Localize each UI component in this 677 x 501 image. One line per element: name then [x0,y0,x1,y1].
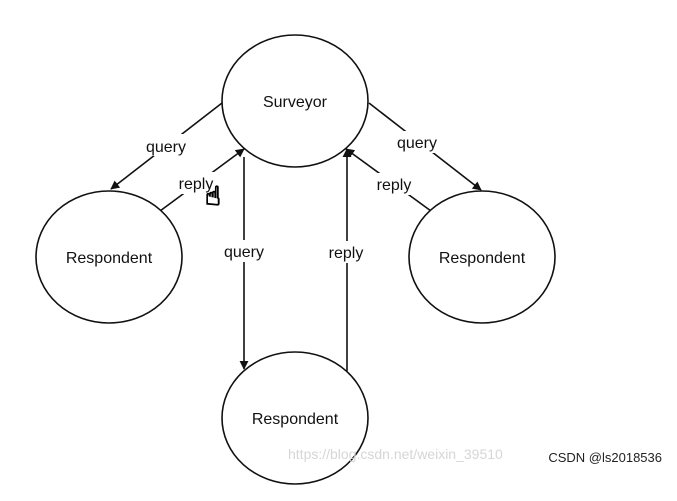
edge-labels: query reply query reply query reply [140,131,443,263]
watermark-url: https://blog.csdn.net/weixin_39510 [288,446,503,462]
edge-label-reply-bottom: reply [329,245,364,262]
edge-label-query-bottom: query [224,244,264,261]
watermark-credit: CSDN @ls2018536 [548,450,662,465]
hand-pointer-icon: ☝ [205,182,221,212]
edge-label-query-left: query [146,139,186,156]
node-surveyor: Surveyor [221,34,369,168]
node-label-respondent-bottom: Respondent [252,411,339,428]
node-label-surveyor: Surveyor [263,94,328,111]
node-label-respondent-right: Respondent [439,250,526,267]
node-respondent-left: Respondent [35,190,183,324]
node-respondent-bottom: Respondent [221,351,369,485]
edge-label-query-right: query [397,135,437,152]
edge-label-reply-left: reply [179,176,214,193]
node-label-respondent-left: Respondent [66,250,153,267]
edge-label-reply-right: reply [377,177,412,194]
node-respondent-right: Respondent [408,190,556,324]
